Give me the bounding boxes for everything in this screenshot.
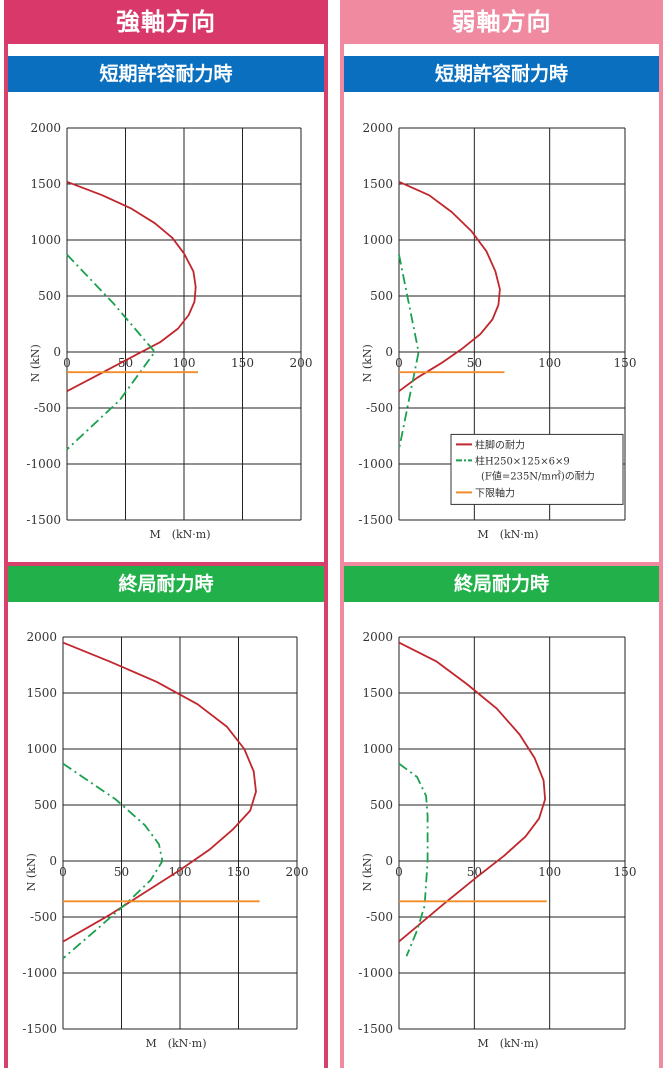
y-axis-label: N (kN) [29,344,42,382]
x-tick-label: 50 [467,356,482,370]
column-series-line [66,253,156,451]
capacity-series-line [398,180,501,392]
legend-label: 柱脚の耐力 [475,438,525,451]
x-tick-label: 100 [169,865,192,879]
x-tick-label: 150 [614,865,637,879]
y-tick-label: 500 [370,798,393,812]
y-tick-label: -1500 [358,1022,393,1036]
section-divider [340,562,663,566]
y-tick-label: 1000 [362,742,393,756]
capacity-series-line [62,641,257,943]
chart-strong-ultimate: -1500 -1000 -500 0 500 1000 1500 2000 0 50 100 150 2… [22,630,309,1050]
y-tick-label: 0 [49,854,57,868]
x-tick-label: 50 [118,356,133,370]
ultimate-header-strong: 終局耐力時 [8,566,324,602]
x-tick-label: 150 [614,356,637,370]
legend-box [450,433,624,505]
y-tick-label: -1500 [22,1022,57,1036]
x-tick-label: 200 [290,356,313,370]
strong-axis-header: 強軸方向 [4,0,328,44]
y-axis-label: N (kN) [361,853,374,891]
x-axis-label: M (kN·m) [477,1037,538,1050]
weak-axis-header: 弱軸方向 [340,0,663,44]
x-tick-label: 0 [59,865,67,879]
short-term-header-strong: 短期許容耐力時 [8,56,324,92]
x-tick-label: 0 [63,356,71,370]
y-tick-label: 500 [370,289,393,303]
y-tick-label: 1500 [30,177,61,191]
y-tick-label: 2000 [362,121,393,135]
y-tick-label: 0 [53,345,61,359]
y-tick-label: -1000 [358,966,393,980]
y-tick-label: 0 [385,345,393,359]
x-axis-label: M (kN·m) [477,528,538,541]
y-tick-label: -500 [366,401,393,415]
y-tick-label: 1500 [362,177,393,191]
y-tick-label: -1500 [358,513,393,527]
y-tick-label: -500 [30,910,57,924]
short-term-header-weak: 短期許容耐力時 [344,56,659,92]
x-tick-label: 150 [231,356,254,370]
column-series-line [398,254,420,450]
x-tick-label: 50 [467,865,482,879]
legend-label-2: (F値=235N/m㎡)の耐力 [481,469,595,482]
y-tick-label: 0 [385,854,393,868]
chart-strong-short: -1500 -1000 -500 0 500 1000 1500 2000 0 50 100 150 2… [26,121,313,541]
y-tick-label: 2000 [26,630,57,644]
y-tick-label: -500 [366,910,393,924]
x-axis-label: M (kN·m) [149,528,210,541]
y-axis-label: N (kN) [25,853,38,891]
y-tick-label: -1000 [22,966,57,980]
x-tick-label: 100 [538,356,561,370]
column-series-line [62,762,164,960]
x-axis-label: M (kN·m) [145,1037,206,1050]
y-tick-label: -1000 [358,457,393,471]
x-tick-label: 150 [227,865,250,879]
capacity-series-line [66,180,197,392]
y-tick-label: 1500 [26,686,57,700]
y-tick-label: 1000 [362,233,393,247]
legend-label: 柱H250×125×6×9 [475,454,570,467]
x-tick-label: 100 [173,356,196,370]
y-tick-label: 2000 [30,121,61,135]
x-tick-label: 0 [395,356,403,370]
y-tick-label: -1500 [26,513,61,527]
y-tick-label: 2000 [362,630,393,644]
legend-label: 下限軸力 [475,486,515,499]
x-tick-label: 0 [395,865,403,879]
y-axis-label: N (kN) [361,344,374,382]
y-tick-label: 1500 [362,686,393,700]
chart-weak-ultimate: -1500 -1000 -500 0 500 1000 1500 2000 0 50 100 150 N… [358,630,637,1050]
section-divider [4,562,328,566]
x-tick-label: 50 [114,865,129,879]
y-tick-label: -500 [34,401,61,415]
y-tick-label: 1000 [26,742,57,756]
capacity-series-line [398,641,547,943]
y-tick-label: 500 [34,798,57,812]
column-series-line [398,762,429,957]
ultimate-header-weak: 終局耐力時 [344,566,659,602]
x-tick-label: 100 [538,865,561,879]
x-tick-label: 200 [286,865,309,879]
y-tick-label: -1000 [26,457,61,471]
y-tick-label: 500 [38,289,61,303]
y-tick-label: 1000 [30,233,61,247]
chart-weak-short: -1500 -1000 -500 0 500 1000 1500 2000 0 50 100 150 N… [358,121,637,541]
